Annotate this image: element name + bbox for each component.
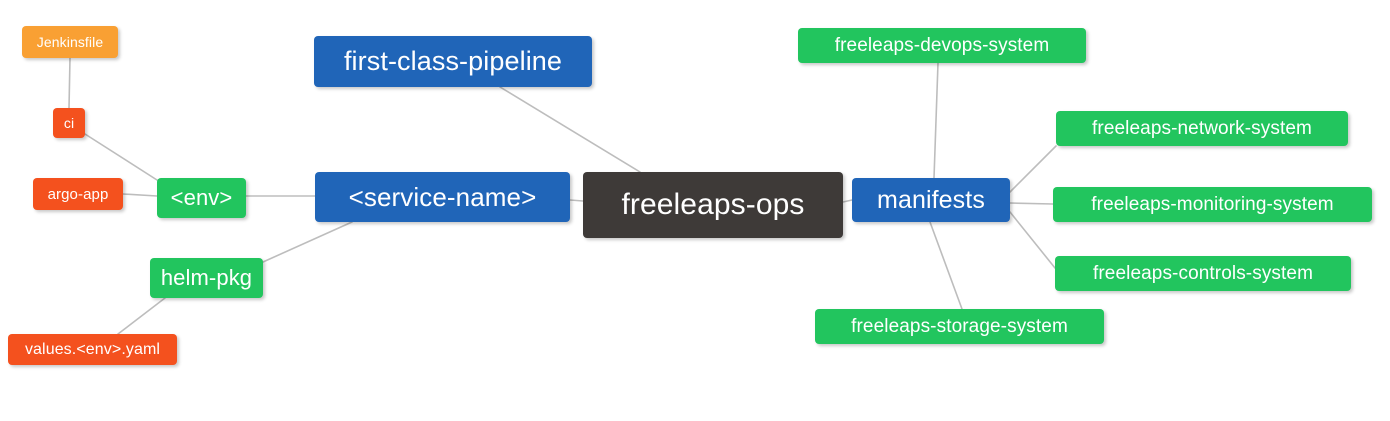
mindmap-node-helm-pkg[interactable]: helm-pkg [150, 258, 263, 298]
mindmap-edge [929, 221, 963, 310]
mindmap-edge [1009, 211, 1056, 269]
mindmap-edge [842, 199, 853, 203]
mindmap-edge [1009, 202, 1054, 205]
mindmap-edge [499, 86, 641, 173]
mindmap-node-freeleaps-storage-system[interactable]: freeleaps-storage-system [815, 309, 1104, 344]
mindmap-node-label: freeleaps-storage-system [851, 316, 1068, 337]
mindmap-node-label: <env> [170, 185, 233, 210]
mindmap-node-label: freeleaps-controls-system [1092, 263, 1314, 284]
mindmap-node-label: ci [63, 115, 75, 131]
mindmap-node-label: manifests [877, 185, 985, 214]
mindmap-node-freeleaps-ops[interactable]: freeleaps-ops [583, 172, 843, 238]
mindmap-node-label: first-class-pipeline [343, 46, 563, 76]
mindmap-node-label: freeleaps-monitoring-system [1091, 194, 1334, 215]
mindmap-node-label: freeleaps-devops-system [834, 35, 1050, 56]
mindmap-node-label: freeleaps-ops [621, 188, 805, 221]
mindmap-node-argo-app[interactable]: argo-app [33, 178, 123, 210]
mindmap-node-manifests[interactable]: manifests [852, 178, 1010, 222]
mindmap-node-label: values.<env>.yaml [24, 340, 161, 358]
mindmap-edge [117, 297, 166, 335]
mindmap-edge [569, 199, 584, 202]
mindmap-node-label: helm-pkg [160, 265, 253, 290]
mindmap-node-label: freeleaps-network-system [1092, 118, 1312, 139]
mindmap-node-label: <service-name> [348, 182, 537, 212]
mindmap-edge [262, 221, 353, 263]
mindmap-node-freeleaps-controls-system[interactable]: freeleaps-controls-system [1055, 256, 1351, 291]
mindmap-edge [68, 57, 71, 109]
mindmap-node-jenkinsfile[interactable]: Jenkinsfile [22, 26, 118, 58]
mindmap-node-freeleaps-monitoring-system[interactable]: freeleaps-monitoring-system [1053, 187, 1372, 222]
mindmap-edge [122, 193, 158, 197]
mindmap-node-first-class-pipeline[interactable]: first-class-pipeline [314, 36, 592, 87]
mindmap-node-service-name[interactable]: <service-name> [315, 172, 570, 222]
mindmap-node-freeleaps-network-system[interactable]: freeleaps-network-system [1056, 111, 1348, 146]
mindmap-node-values-env-yaml[interactable]: values.<env>.yaml [8, 334, 177, 365]
mindmap-node-freeleaps-devops-system[interactable]: freeleaps-devops-system [798, 28, 1086, 63]
mindmap-node-label: argo-app [47, 185, 109, 203]
mindmap-edge [933, 62, 939, 179]
mindmap-node-ci[interactable]: ci [53, 108, 85, 138]
mindmap-edge [84, 133, 158, 181]
mindmap-node-label: Jenkinsfile [36, 34, 104, 50]
mindmap-node-env[interactable]: <env> [157, 178, 246, 218]
mindmap-edge [1009, 145, 1057, 193]
